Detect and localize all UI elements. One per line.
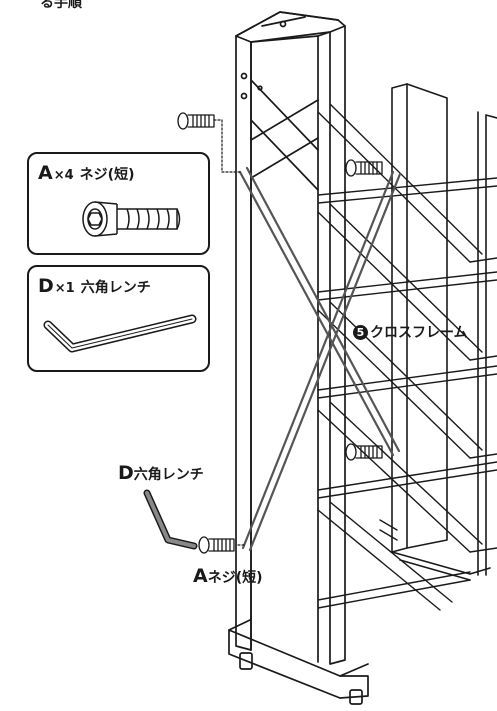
callout-name: クロスフレーム [370,325,468,341]
parts-box-wrench: D×1 六角レンチ [27,265,210,372]
part-letter: A [38,162,53,184]
callout-name: ネジ(短) [207,570,263,586]
callout-letter: A [193,565,208,587]
rear-frame [391,83,497,581]
cross-frame [238,166,402,552]
callout-letter: D [118,462,134,484]
callout-screw-short: Aネジ(短) [193,565,263,587]
part-quantity: ×4 [53,168,74,183]
part-letter: D [38,275,54,297]
parts-box-title: D×1 六角レンチ [38,275,151,297]
callout-name: 六角レンチ [133,467,204,483]
wrench-in-use [143,489,198,550]
part-quantity: ×1 [54,281,75,296]
part-name: 六角レンチ [80,280,151,296]
hex-screw-short-icon [82,201,181,237]
part-name: ネジ(短) [79,167,135,183]
hex-wrench-icon [43,314,197,353]
parts-box-screw: A×4 ネジ(短) [27,152,210,255]
front-frame [228,11,369,705]
figure-screws [177,112,383,554]
page-fragment-text: る手順 [40,0,82,11]
callout-hex-wrench: D六角レンチ [118,462,204,484]
guide-lines [213,119,247,546]
parts-box-title: A×4 ネジ(短) [38,162,134,184]
step-number-badge: 5 [353,325,368,340]
